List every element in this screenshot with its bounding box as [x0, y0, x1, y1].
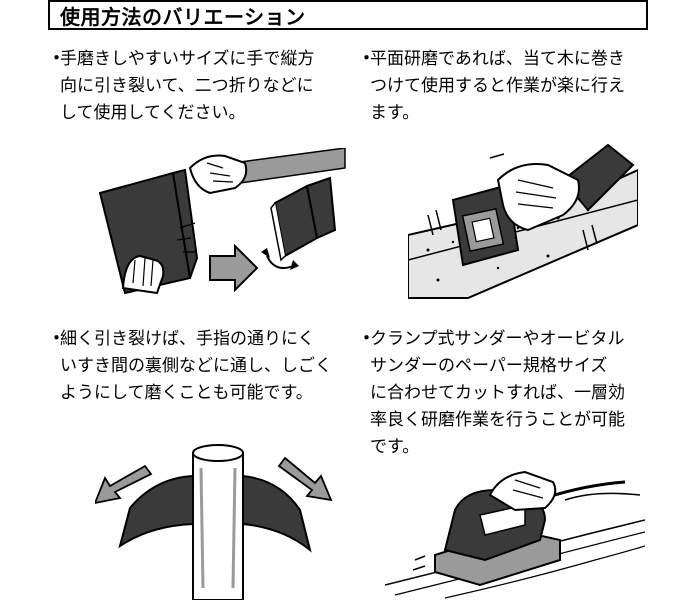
item-line: 細く引き裂けば、手指の通りにく: [60, 329, 315, 349]
item-line: に合わせてカットすれば、一層効: [370, 383, 625, 403]
item-line: です。: [370, 437, 420, 457]
item-line: 手磨きしやすいサイズに手で縦方: [60, 49, 315, 69]
item-line: ようにして磨くことも可能です。: [60, 383, 313, 403]
bullet-marker: ・: [48, 329, 65, 349]
arrow-right-icon: [277, 456, 333, 502]
orbital-sander-illustration: [385, 470, 645, 599]
bullet-marker: ・: [358, 329, 375, 349]
item-line: クランプ式サンダーやオービタル: [370, 329, 625, 349]
tearing-sheet-illustration: [98, 148, 346, 295]
item-line: ます。: [370, 103, 420, 123]
usage-item-sander: ・ クランプ式サンダーやオービタル サンダーのペーパー規格サイズ に合わせてカッ…: [358, 326, 625, 461]
pole: [192, 453, 244, 600]
arrow-right-icon: [209, 243, 259, 293]
section-header: 使用方法のバリエーション: [48, 0, 648, 30]
usage-item-block: ・ 平面研磨であれば、当て木に巻き つけて使用すると作業が楽に行え ます。: [358, 46, 625, 127]
item-line: 平面研磨であれば、当て木に巻き: [370, 49, 625, 69]
hand-icon: [488, 470, 557, 512]
bullet-marker: ・: [48, 49, 65, 69]
item-line: して使用してください。: [60, 103, 246, 123]
sandpaper-strip-right: [242, 474, 312, 553]
strip-pole-illustration: [95, 444, 333, 600]
item-line: 向に引き裂いて、二つ折りなどに: [60, 76, 314, 96]
page-title: 使用方法のバリエーション: [60, 4, 306, 29]
arrow-left-icon: [95, 464, 153, 504]
item-line: いすき間の裏側などに通し、しごく: [60, 356, 332, 376]
sanding-block-illustration: [408, 143, 638, 299]
item-line: 率良く研磨作業を行うことが可能: [370, 410, 625, 430]
item-line: つけて使用すると作業が楽に行え: [370, 76, 625, 96]
bare-hand-icon: [121, 254, 165, 295]
arm-sleeve: [561, 143, 635, 212]
motion-lines: [427, 209, 598, 251]
item-line: サンダーのペーパー規格サイズ: [370, 356, 608, 376]
fold-arrow-icon: [266, 255, 294, 269]
usage-item-strip: ・ 細く引き裂けば、手指の通りにく いすき間の裏側などに通し、しごく ようにして…: [48, 326, 332, 407]
bullet-marker: ・: [358, 49, 375, 69]
usage-item-tear: ・ 手磨きしやすいサイズに手で縦方 向に引き裂いて、二つ折りなどに して使用して…: [48, 46, 314, 127]
torn-strip: [171, 168, 199, 279]
sandpaper-strip-left: [118, 474, 194, 549]
motion-lines: [412, 555, 426, 571]
